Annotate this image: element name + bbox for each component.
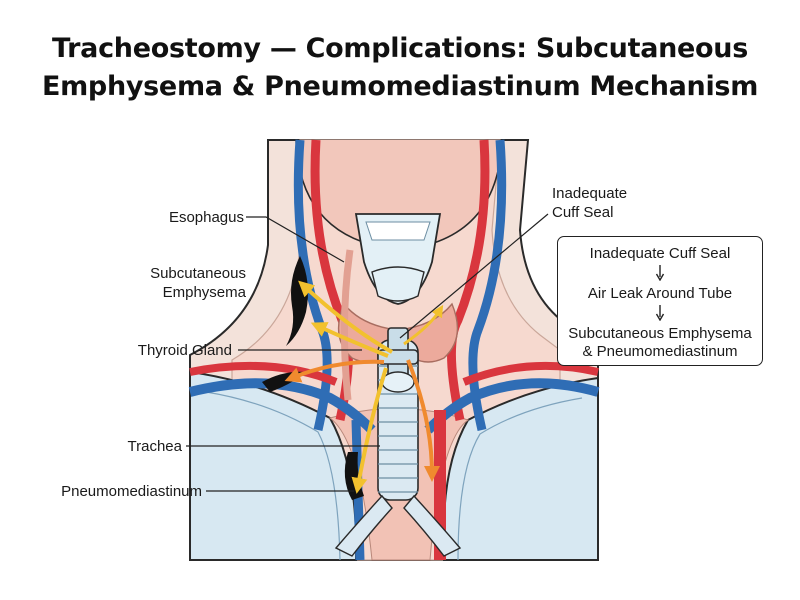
label-cuff-line2: Cuff Seal xyxy=(552,204,614,221)
label-subcutaneous-line2: Emphysema xyxy=(162,284,246,301)
leader-lines xyxy=(186,213,549,492)
label-subcutaneous-line1: Subcutaneous xyxy=(150,265,246,282)
mechanism-flow-box: Inadequate Cuff Seal Air Leak Around Tub… xyxy=(557,236,763,366)
label-trachea-text: Trachea xyxy=(127,438,182,455)
flow-step-2: Air Leak Around Tube xyxy=(587,285,733,302)
label-trachea: Trachea xyxy=(108,437,182,456)
flow-step-1: Inadequate Cuff Seal xyxy=(589,245,731,262)
flow-step-3-line-1: Subcutaneous Emphysema xyxy=(568,325,752,342)
label-esophagus-text: Esophagus xyxy=(168,209,244,226)
label-esophagus: Esophagus xyxy=(150,208,244,227)
title-line-1: Tracheostomy — Complications: Subcutaneo… xyxy=(51,33,749,64)
flow-step-3-line-2: & Pneumomediastinum xyxy=(582,343,738,360)
arrow-down-icon xyxy=(655,265,665,281)
label-pneumomediastinum-text: Pneumomediastinum xyxy=(61,483,202,500)
label-pneumomediastinum: Pneumomediastinum xyxy=(30,482,202,501)
lungs xyxy=(189,370,599,561)
label-thyroid-text: Thyroid Gland xyxy=(137,342,232,359)
label-subcutaneous-emphysema: Subcutaneous Emphysema xyxy=(128,264,246,302)
arrow-down-icon xyxy=(655,305,665,321)
air-flow-arrows xyxy=(284,280,444,494)
label-thyroid-gland: Thyroid Gland xyxy=(120,341,232,360)
title-line-2: Emphysema & Pneumomediastinum Mechanism xyxy=(41,71,759,102)
label-inadequate-cuff-seal: Inadequate Cuff Seal xyxy=(552,184,662,222)
page-title: Tracheostomy — Complications: Subcutaneo… xyxy=(0,30,800,106)
larynx xyxy=(354,213,442,305)
label-cuff-line1: Inadequate xyxy=(552,185,628,202)
